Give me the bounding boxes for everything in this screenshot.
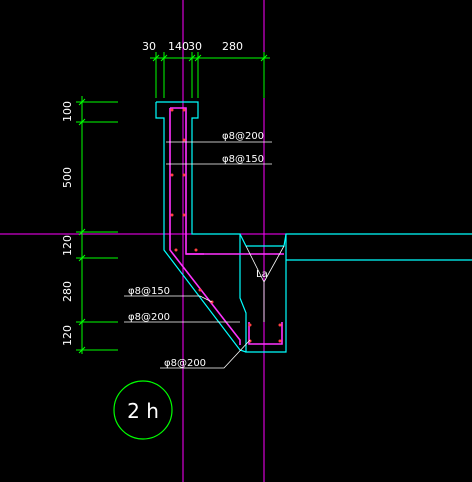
top-dim-tick — [260, 54, 268, 62]
lae-label: La — [256, 269, 268, 280]
rebar-beam-stirrup — [248, 322, 283, 345]
rebar-labels: φ8@200 φ8@150 φ8@150 φ8@200 φ8@200 La — [128, 131, 268, 369]
top-dim-label-1: 30 — [142, 40, 156, 53]
left-dim-label-4: 280 — [61, 281, 74, 302]
rebar-dots — [170, 108, 282, 343]
rebar-parapet-outer — [170, 107, 204, 255]
rebar-dot — [182, 213, 186, 217]
rebar-dot — [182, 138, 186, 142]
rebar-lines — [169, 107, 284, 345]
left-dim-label-5: 120 — [61, 325, 74, 346]
parapet-inner-outline — [155, 102, 247, 353]
rebar-dot — [278, 339, 282, 343]
concrete-outline — [155, 101, 472, 353]
section-mark-circle — [113, 380, 173, 440]
top-dim-tick — [160, 54, 168, 62]
rebar-dot — [194, 248, 198, 252]
rebar-dot — [182, 173, 186, 177]
leader-lower-1 — [124, 295, 213, 303]
left-dim-tick — [78, 318, 86, 326]
left-dim-label-2: 500 — [61, 167, 74, 188]
top-dim-tick — [152, 54, 160, 62]
left-dim-label-3: 120 — [61, 235, 74, 256]
top-dim-label-4: 280 — [222, 40, 243, 53]
rebar-label-lower-2: φ8@200 — [128, 312, 170, 323]
top-dim-tick — [194, 54, 202, 62]
section-mark: 2 h — [113, 380, 173, 440]
beam-cross-lines — [245, 245, 285, 322]
beam-cross-line — [263, 245, 285, 283]
left-dim-tick — [78, 346, 86, 354]
rebar-dot — [248, 323, 252, 327]
rebar-label-upper-1: φ8@200 — [222, 131, 264, 142]
left-dimension-line — [76, 96, 118, 354]
top-dim-label-2: 140 — [168, 40, 189, 53]
left-dim-label-1: 100 — [61, 101, 74, 122]
rebar-label-bottom: φ8@200 — [164, 358, 206, 369]
left-dim-tick — [78, 118, 86, 126]
top-dim-tick — [188, 54, 196, 62]
rebar-dot — [198, 288, 202, 292]
rebar-label-upper-2: φ8@150 — [222, 154, 264, 165]
leader-bottom — [160, 339, 251, 369]
left-dimension-labels: 100 500 120 280 120 — [61, 101, 74, 346]
rebar-label-lower-1: φ8@150 — [128, 286, 170, 297]
beam-chamfer-line — [239, 233, 287, 247]
beam-cross-line — [245, 245, 265, 283]
rebar-dot — [170, 173, 174, 177]
section-mark-label: 2 h — [127, 399, 159, 423]
rebar-dot — [174, 248, 178, 252]
rebar-dot — [278, 323, 282, 327]
left-dim-tick — [78, 254, 86, 262]
rebar-dot — [170, 213, 174, 217]
rebar-dot — [182, 108, 186, 112]
left-dim-tick — [78, 228, 86, 236]
top-dimension-line — [150, 52, 270, 98]
rebar-leaders — [124, 141, 272, 369]
top-dimension-labels: 30 140 30 280 — [142, 40, 243, 53]
rebar-parapet-inner — [169, 108, 241, 345]
top-dim-label-3: 30 — [188, 40, 202, 53]
rebar-dot — [170, 108, 174, 112]
left-dim-tick — [78, 98, 86, 106]
parapet-outline — [156, 101, 472, 353]
